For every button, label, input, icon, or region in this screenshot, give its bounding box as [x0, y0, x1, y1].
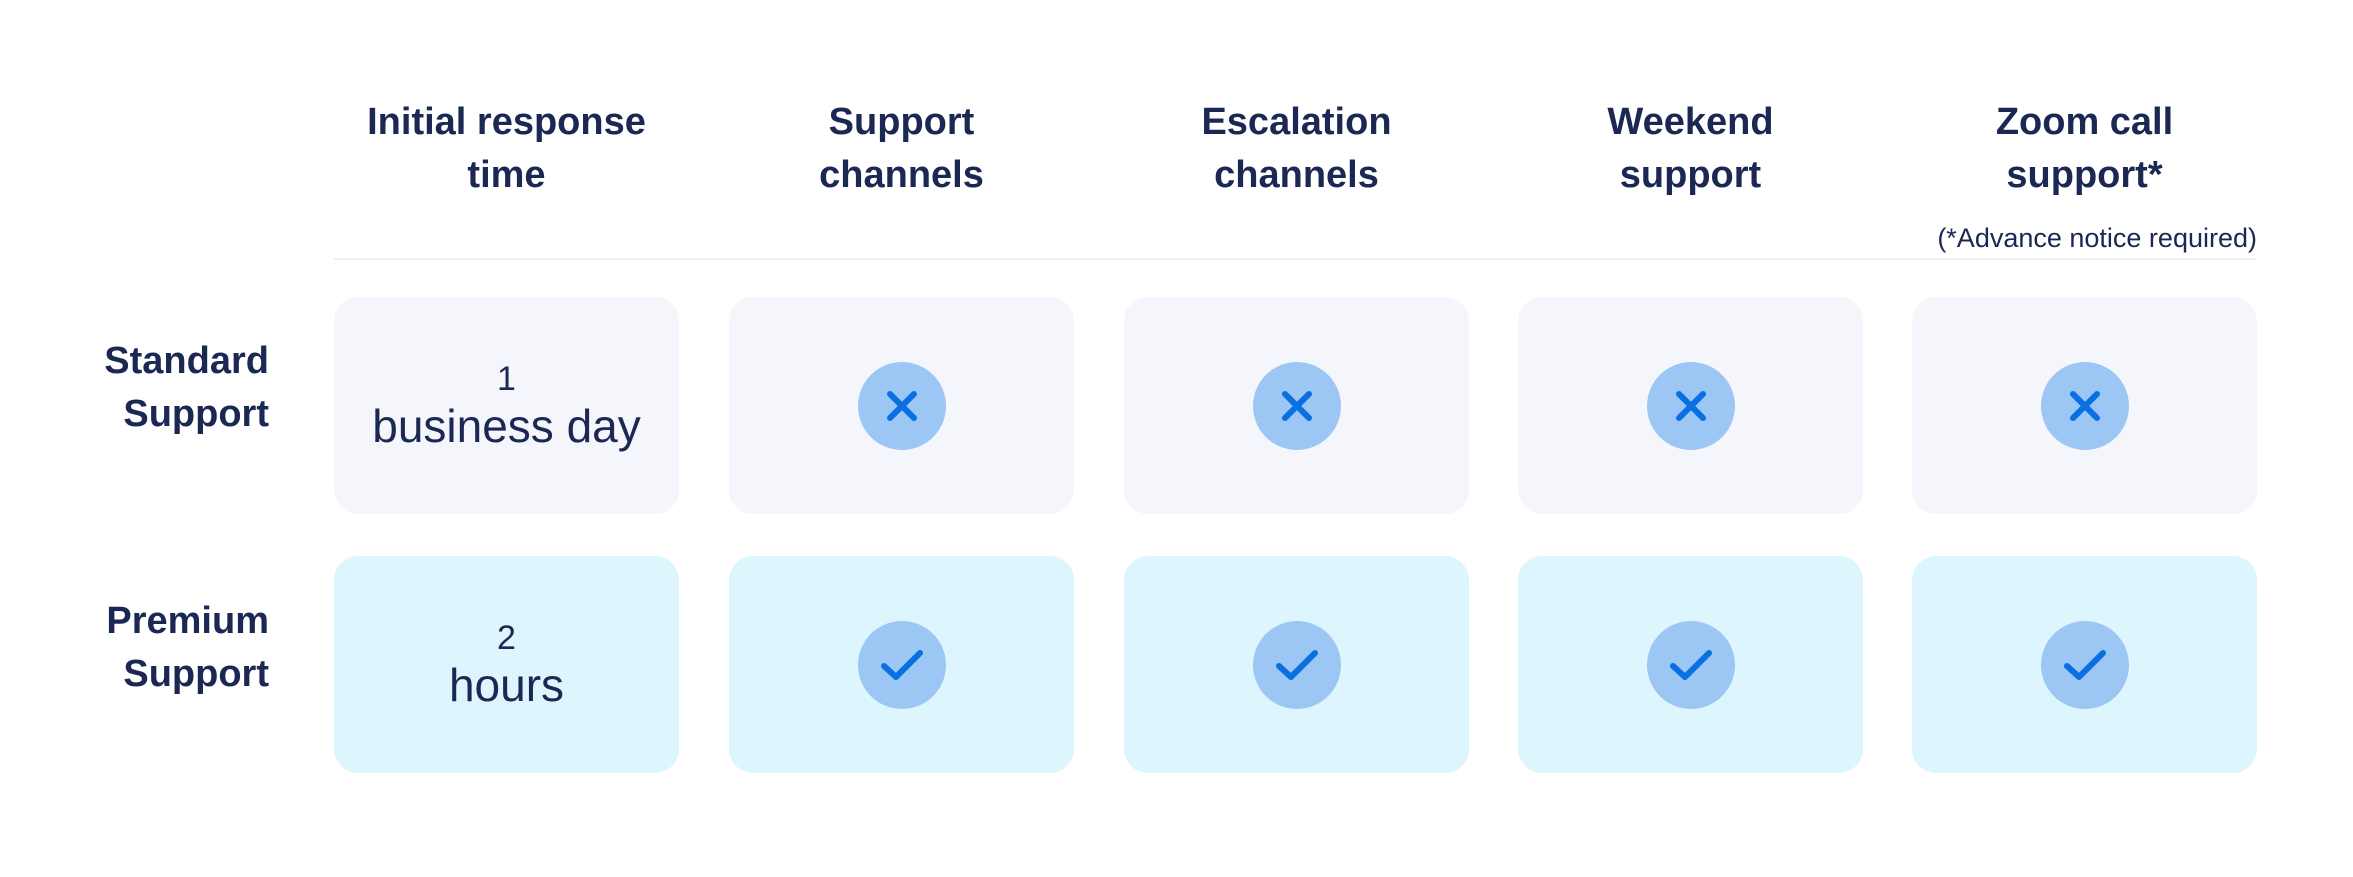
row-label-line: Support	[123, 393, 269, 435]
premium-weekend-support-cell	[1518, 556, 1863, 773]
standard-response-time-cell: 1 business day	[334, 297, 679, 514]
premium-escalation-channels-cell	[1124, 556, 1469, 773]
standard-escalation-channels-cell	[1124, 297, 1469, 514]
premium-response-time-cell: 2 hours	[334, 556, 679, 773]
check-icon	[1646, 620, 1735, 709]
standard-zoom-call-support-cell	[1912, 297, 2257, 514]
check-icon	[2040, 620, 2129, 709]
close-icon	[1646, 361, 1735, 450]
row-label-line: Support	[123, 653, 269, 695]
standard-weekend-support-cell	[1518, 297, 1863, 514]
row-label-premium-support: Premium Support	[9, 595, 269, 701]
column-header-escalation-channels: Escalation channels	[1124, 96, 1469, 202]
close-icon	[1252, 361, 1341, 450]
close-icon	[857, 361, 946, 450]
column-header-line: Escalation	[1201, 101, 1392, 143]
response-time-unit: business day	[372, 399, 641, 452]
column-header-support-channels: Support channels	[729, 96, 1074, 202]
column-header-line: support*	[2006, 154, 2163, 196]
response-time-number: 2	[497, 618, 516, 657]
row-label-line: Premium	[106, 600, 269, 642]
column-header-line: Weekend	[1607, 101, 1774, 143]
row-label-line: Standard	[104, 340, 269, 382]
row-label-standard-support: Standard Support	[9, 335, 269, 441]
column-header-weekend-support: Weekend support	[1518, 96, 1863, 202]
advance-notice-footnote: (*Advance notice required)	[1937, 223, 2257, 253]
response-time-number: 1	[497, 359, 516, 398]
column-header-line: channels	[819, 154, 984, 196]
column-header-line: time	[467, 154, 546, 196]
check-icon	[1252, 620, 1341, 709]
response-time-unit: hours	[448, 658, 565, 711]
column-header-line: Zoom call	[1995, 101, 2174, 143]
standard-support-channels-cell	[729, 297, 1074, 514]
column-header-line: support	[1619, 154, 1762, 196]
column-header-initial-response-time: Initial response time	[334, 96, 679, 202]
premium-support-channels-cell	[729, 556, 1074, 773]
header-divider	[334, 258, 2257, 260]
premium-zoom-call-support-cell	[1912, 556, 2257, 773]
column-header-line: Initial response	[367, 101, 646, 143]
column-header-line: Support	[828, 101, 975, 143]
column-header-line: channels	[1214, 154, 1379, 196]
check-icon	[857, 620, 946, 709]
column-header-zoom-call-support: Zoom call support*	[1912, 96, 2257, 202]
close-icon	[2040, 361, 2129, 450]
